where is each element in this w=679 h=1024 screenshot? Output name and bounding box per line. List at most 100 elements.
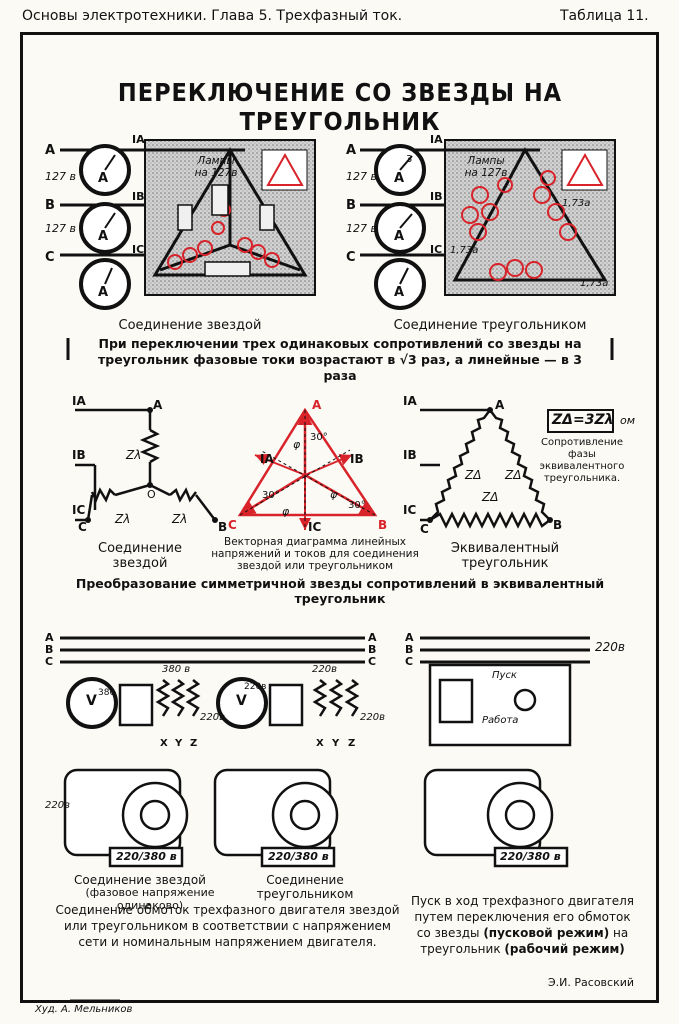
- ammeter-3-label-a: 3: [406, 154, 413, 165]
- vector-phi-left: φ: [282, 505, 290, 518]
- delta-node-b: B: [553, 518, 563, 532]
- equiv-caption: Эквивалентный треугольник: [450, 541, 560, 571]
- current-label-ia: IA: [132, 133, 145, 146]
- line-a-mid: A: [368, 631, 377, 644]
- motor-plate-left: 220/380 в: [116, 850, 177, 863]
- line-a-left: A: [45, 631, 54, 644]
- delta-ia: IA: [403, 394, 417, 408]
- motor-left: [63, 677, 201, 868]
- author: Э.И. Расовский: [548, 976, 635, 989]
- resistor-star: [75, 408, 216, 522]
- phase-label-a: A: [45, 143, 56, 158]
- motor-star-subcaption: (фазовое напряжение одинаково): [85, 886, 215, 912]
- motor-voltage-220: 220в: [45, 800, 70, 811]
- motor-middle: [213, 677, 360, 868]
- winding-voltage-220: 220в: [312, 664, 337, 675]
- winding-end-x-mid: X: [316, 738, 324, 749]
- vector-phi-top: φ: [293, 438, 301, 451]
- voltage-label-ab-delta: 127 в: [346, 170, 377, 183]
- vector-phi-right: φ: [330, 488, 338, 501]
- ammeter-c-label: A: [98, 285, 109, 300]
- line-c-left: C: [45, 655, 54, 668]
- star-panel: [144, 139, 316, 296]
- winding-end-y-mid: Y: [332, 738, 340, 749]
- current-173-label-1: 1,73а: [562, 198, 591, 209]
- equivalent-delta: [420, 408, 551, 529]
- line-c-mid: C: [368, 655, 377, 668]
- voltmeter-left-scale: 380: [98, 688, 116, 698]
- current-label-ic: IC: [132, 243, 145, 256]
- phase-label-c: C: [45, 250, 55, 265]
- vector-node-b: B: [378, 518, 388, 532]
- switch-start-label: Пуск: [492, 670, 517, 681]
- ammeter-a-label: A: [98, 171, 109, 186]
- vector-ia: IA: [260, 452, 274, 466]
- line-b-mid: B: [368, 643, 377, 656]
- vector-angle-top: 30°: [310, 432, 328, 443]
- current-173-label-3: 1,73а: [580, 278, 609, 289]
- vector-node-a: A: [312, 398, 322, 412]
- right-note-part-1: Пуск в ход трехфазного двигателя путем п…: [410, 894, 635, 940]
- line-b-right: B: [405, 643, 414, 656]
- section2-star-caption: Соединение звездой: [98, 541, 182, 571]
- vector-angle-left: 30°: [262, 490, 280, 501]
- phase-label-b: B: [45, 198, 55, 213]
- supply-lines-right: [420, 636, 590, 664]
- outer-frame: [20, 32, 659, 1003]
- delta-node-a: A: [495, 398, 505, 412]
- current-label-ib-delta: IB: [430, 190, 443, 203]
- formula-note: Сопротивление фазы эквивалентного треуго…: [539, 437, 625, 484]
- voltmeter-mid-label: V: [236, 693, 247, 709]
- vector-ic: IC: [308, 520, 322, 534]
- lamps-label-star: Лампы на 127в: [194, 155, 238, 179]
- star-z-a: Zλ: [126, 448, 142, 462]
- delta-ic: IC: [403, 503, 417, 517]
- current-173-label-2: 1,73а: [450, 245, 479, 256]
- header-left: Основы электротехники. Глава 5. Трехфазн…: [22, 8, 403, 24]
- star-caption: Соединение звездой: [118, 318, 262, 333]
- star-node-a: A: [153, 398, 163, 412]
- winding-end-z-mid: Z: [348, 738, 356, 749]
- line-a-right: A: [405, 631, 414, 644]
- motor-plate-right: 220/380 в: [500, 850, 561, 863]
- star-ammeters: [60, 144, 245, 310]
- delta-node-c: C: [420, 522, 429, 536]
- winding-voltage-380: 380 в: [162, 664, 191, 675]
- star-z-b: Zλ: [172, 512, 188, 526]
- transform-caption: Преобразование симметричной звезды сопро…: [75, 576, 605, 606]
- section1-note: При переключении трех одинаковых сопроти…: [98, 336, 582, 383]
- winding-end-z: Z: [190, 738, 198, 749]
- motor-delta-caption: Соединение треугольником: [256, 873, 354, 901]
- line-b-left: B: [45, 643, 54, 656]
- motor-star-caption: Соединение звездой: [74, 873, 206, 887]
- star-ib: IB: [72, 448, 86, 462]
- supply-lines-left: [60, 636, 365, 664]
- motor-right: [423, 663, 572, 868]
- ammeter-c-label-delta: A: [394, 285, 405, 300]
- ammeter-b-label: A: [98, 229, 109, 244]
- formula: ZΔ=3Zλ: [552, 412, 614, 428]
- ammeter-b-label-delta: A: [394, 229, 405, 244]
- vector-diagram: [237, 407, 378, 530]
- delta-ib: IB: [403, 448, 417, 462]
- current-label-ib: IB: [132, 190, 145, 203]
- current-label-ia-delta: IA: [430, 133, 443, 146]
- voltage-label-ab: 127 в: [45, 170, 76, 183]
- right-note-part-4: (рабочий режим): [504, 942, 625, 956]
- header-right: Таблица 11.: [560, 8, 649, 24]
- switch-work-label: Работа: [482, 715, 519, 726]
- star-z-c: Zλ: [115, 512, 131, 526]
- right-note-part-3: на треугольник: [420, 926, 629, 956]
- phase-label-a-delta: A: [346, 143, 357, 158]
- current-label-ic-delta: IC: [430, 243, 443, 256]
- star-node-b: B: [218, 520, 228, 534]
- right-note-part-2: (пусковой режим): [483, 926, 610, 940]
- vector-caption: Векторная диаграмма линейных напряжений …: [211, 536, 419, 572]
- motor-right-note: Пуск в ход трехфазного двигателя путем п…: [410, 893, 635, 957]
- winding-voltage-220-left: 220в: [200, 712, 225, 723]
- formula-unit: ом: [620, 414, 636, 427]
- phase-label-c-delta: C: [346, 250, 356, 265]
- voltmeter-left-label: V: [86, 693, 97, 709]
- winding-end-y: Y: [175, 738, 183, 749]
